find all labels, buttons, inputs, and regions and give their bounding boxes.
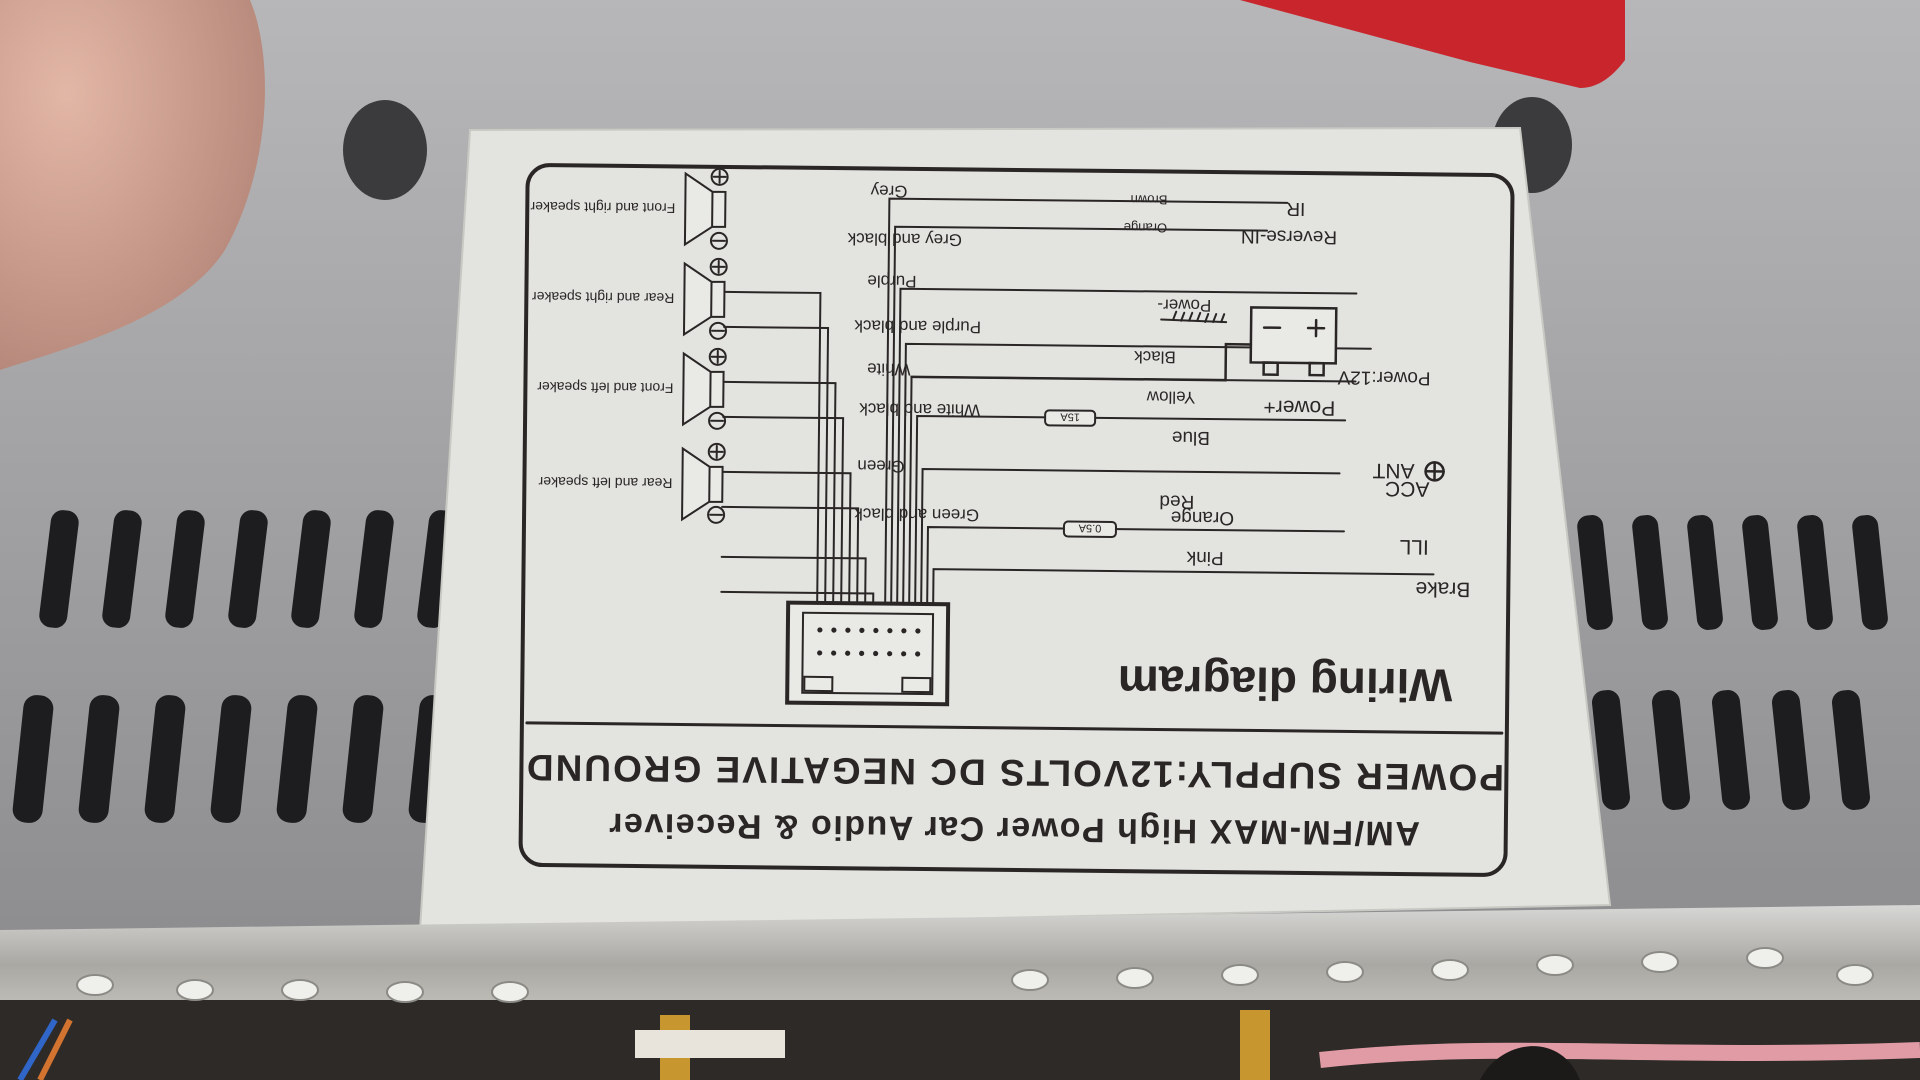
svg-text:Purple and black: Purple and black bbox=[854, 316, 981, 336]
function-labels: Brake Pink ILL Orange ACC Red ANT Blue P… bbox=[1124, 192, 1471, 601]
label-power-12v: Power:12V bbox=[1337, 366, 1430, 388]
vents-right bbox=[1577, 515, 1888, 810]
antenna-icon bbox=[1424, 461, 1445, 482]
diagram-border bbox=[518, 163, 1515, 877]
speaker-front-right: Front and right speaker bbox=[530, 171, 727, 247]
label-ill: ILL bbox=[1399, 535, 1428, 558]
svg-text:15A: 15A bbox=[1060, 410, 1080, 422]
svg-text:Rear and right speaker: Rear and right speaker bbox=[532, 289, 675, 306]
speaker-front-left: Front and left speaker bbox=[537, 351, 725, 427]
wiring-diagram: AM/FM-MAX High Power Car Audio & Receive… bbox=[518, 163, 1515, 877]
label-acc: ACC bbox=[1385, 477, 1430, 500]
wire-black: Black bbox=[1134, 347, 1176, 366]
svg-text:Purple: Purple bbox=[867, 271, 916, 291]
label-brake: Brake bbox=[1415, 577, 1470, 601]
wire-blue: Blue bbox=[1172, 427, 1210, 448]
wire-yellow: Yellow bbox=[1146, 387, 1195, 407]
wires-speaker-side bbox=[720, 290, 875, 605]
wire-pink: Pink bbox=[1186, 547, 1224, 568]
svg-text:Rear and left speaker: Rear and left speaker bbox=[538, 474, 672, 491]
diagram-title: Wiring diagram bbox=[1118, 656, 1453, 711]
polarity-marks bbox=[707, 167, 729, 524]
svg-text:Grey: Grey bbox=[870, 181, 908, 200]
lower-cavity bbox=[0, 1000, 1920, 1080]
speaker-wire-labels: Grey Grey and black Purple Purple and bl… bbox=[847, 181, 981, 524]
svg-text:0.5A: 0.5A bbox=[1078, 522, 1101, 534]
fuse-05a: 0.5A bbox=[1062, 520, 1117, 538]
chassis-front-edge bbox=[0, 905, 1920, 1025]
svg-text:Green: Green bbox=[857, 456, 904, 475]
wire-orange-reverse: Orange bbox=[1124, 220, 1168, 235]
fuse-15a: 15A bbox=[1044, 409, 1097, 427]
label-power-plus: Power+ bbox=[1263, 396, 1335, 420]
speaker-rear-right: Rear and right speaker bbox=[532, 261, 726, 337]
svg-text:Green and black: Green and black bbox=[854, 504, 979, 524]
svg-text:White and black: White and black bbox=[859, 399, 981, 419]
svg-text:Grey and black: Grey and black bbox=[847, 229, 962, 249]
svg-text:Front and left speaker: Front and left speaker bbox=[537, 379, 674, 396]
harness-connector bbox=[785, 600, 951, 707]
label-power-minus: Power- bbox=[1157, 295, 1211, 315]
label-reverse-in: Reverse-IN bbox=[1241, 225, 1337, 247]
cables-bottom bbox=[17, 1010, 1920, 1080]
wire-orange-ill: Orange bbox=[1171, 507, 1235, 529]
wire-red: Red bbox=[1159, 490, 1194, 511]
wire-brown: Brown bbox=[1130, 192, 1167, 207]
ground-icon bbox=[1160, 310, 1228, 324]
vents-left bbox=[12, 510, 457, 823]
label-ir: IR bbox=[1286, 198, 1305, 219]
product-title: AM/FM-MAX High Power Car Audio & Receive… bbox=[608, 806, 1420, 853]
svg-text:Front and right speaker: Front and right speaker bbox=[530, 199, 675, 217]
label-ant: ANT bbox=[1372, 459, 1414, 482]
svg-text:White: White bbox=[867, 359, 911, 378]
edge-bolts bbox=[76, 947, 1874, 1003]
mounting-hole-left bbox=[343, 100, 427, 200]
label-sticker bbox=[418, 126, 1612, 932]
battery-icon bbox=[910, 306, 1338, 382]
speaker-rear-left: Rear and left speaker bbox=[538, 446, 724, 522]
diagram-divider bbox=[525, 721, 1504, 735]
finger bbox=[0, 0, 265, 370]
red-card bbox=[1240, 0, 1625, 88]
